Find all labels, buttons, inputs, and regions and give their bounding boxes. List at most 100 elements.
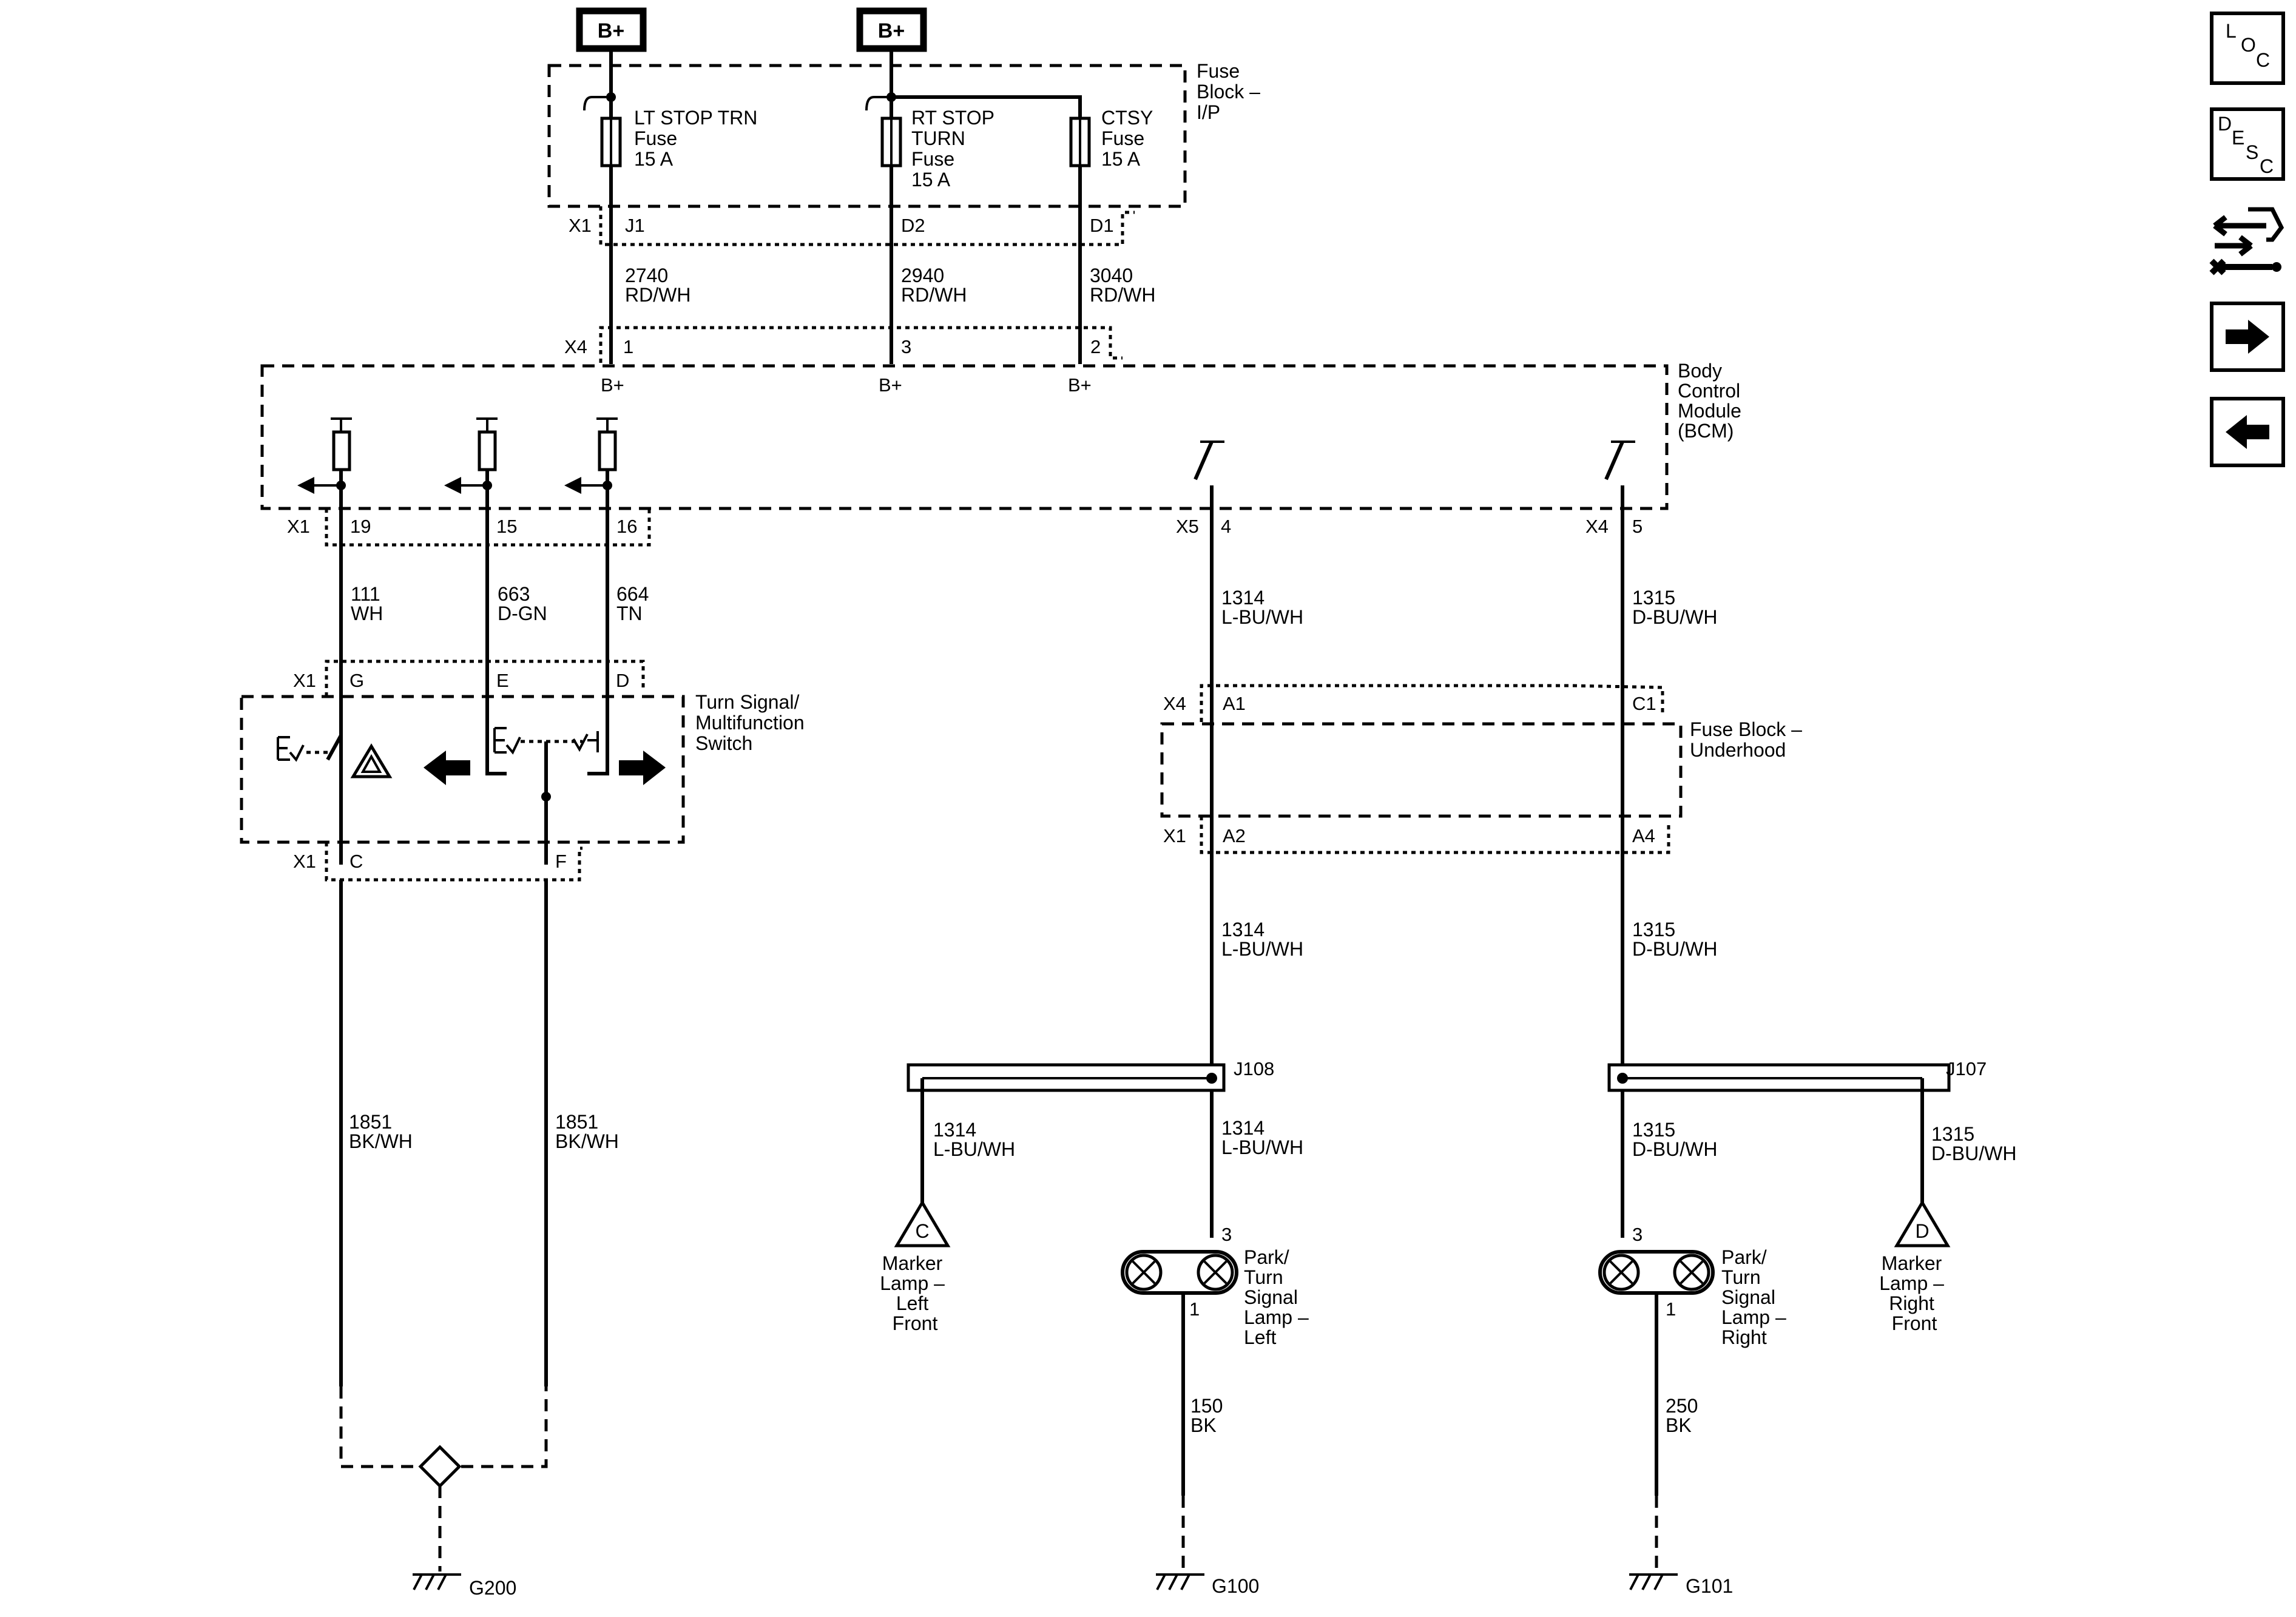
bcm-driver-16 [564,417,618,749]
supply-wire-right [890,49,1082,118]
fuse-block-uh-outline [1160,722,1683,818]
arrow-right-icon[interactable] [2210,302,2285,372]
fuse-block-uh-title: Fuse Block – Underhood [1690,718,1808,761]
wire-111-label: 111 WH [351,583,386,624]
g100-ground-icon [1156,1573,1204,1590]
splice-j107-label: J107 [1946,1058,1987,1079]
wire-1315-middle-label: 1315 D-BU/WH [1632,919,1717,960]
ground-g101-label: G101 [1686,1575,1733,1597]
fuse-block-uh-pin-a1: A1 [1223,693,1246,714]
loc-button[interactable]: L O C [2210,12,2285,85]
bplus-left-terminal: B+ [576,7,647,52]
wire-1314-park-label: 1314 L-BU/WH [1221,1117,1303,1158]
wire-1314-marker-label: 1314 L-BU/WH [933,1119,1015,1160]
fuse-rt-stop-turn [880,97,902,364]
wire-250-label: 250 BK [1666,1395,1703,1436]
fuse-block-ip-pin-d1: D1 [1090,215,1114,236]
wire-1314-upper-label: 1314 L-BU/WH [1221,587,1303,628]
hazard-switch-contact [277,734,343,865]
left-turn-arrow-icon [424,751,470,785]
bus-stub-right [865,96,891,111]
bcm-pin-19: 19 [350,516,371,537]
wire-1315-marker-label: 1315 D-BU/WH [1931,1123,2016,1164]
bcm-pin-x4-5: 5 [1632,516,1643,537]
g200-ground-icon [413,1573,461,1590]
fuse-block-ip-x1-connector [599,206,1135,246]
arrow-left-icon[interactable] [2210,397,2285,467]
turn-switch-pin-c: C [349,851,363,872]
hazard-icon [350,743,393,778]
wire-3040-label: 3040 RD/WH [1090,265,1155,306]
marker-lamp-left-label: Marker Lamp – Left Front [880,1252,950,1334]
splice-j108-label: J108 [1234,1058,1274,1079]
park-turn-lamp-left-label: Park/ Turn Signal Lamp – Left [1244,1246,1314,1348]
ground-g100-label: G100 [1212,1575,1259,1597]
wire-1315-park-label: 1315 D-BU/WH [1632,1119,1717,1160]
wire-664-label: 664 TN [616,583,654,624]
bcm-pin-x5-4: 4 [1221,516,1231,537]
desc-button[interactable]: D E S C [2210,107,2285,181]
desc-letter-d: D [2218,113,2232,135]
bplus-left-label: B+ [598,19,624,42]
turn-switch-x1-bottom-connector [325,842,582,882]
bplus-right-label: B+ [878,19,905,42]
splice-j107 [1607,1063,1951,1238]
loc-letter-l: L [2226,20,2237,42]
fuse-rt-stop-turn-label: RT STOP TURN Fuse 15 A [911,107,999,191]
bcm-pin-1: 1 [623,336,633,357]
marker-lamp-right-letter: D [1915,1220,1929,1242]
bcm-outline [260,364,1669,510]
desc-letter-e: E [2232,127,2244,149]
ground-g200-label: G200 [469,1577,516,1599]
turn-switch-pin-d: D [616,670,629,691]
turn-switch-title: Turn Signal/ Multifunction Switch [695,691,810,754]
desc-letter-c: C [2260,155,2274,177]
right-turn-arrow-icon [619,751,666,785]
turn-switch-x1-top-label: X1 [293,670,316,691]
park-turn-lamp-right [1598,1250,1715,1496]
bcm-x4-top-connector [599,326,1123,363]
turn-switch-outline [240,695,685,844]
desc-letter-s: S [2246,141,2258,163]
turn-switch-pin-f: F [555,851,567,872]
fuse-block-uh-x4-label: X4 [1163,693,1186,714]
bus-stub-left [583,96,611,111]
marker-lamp-left-letter: C [915,1220,929,1242]
bcm-pin-16: 16 [616,516,637,537]
marker-lamp-left: C [894,1200,951,1247]
turn-switch-pin-g: G [349,670,364,691]
park-turn-right-pin-1: 1 [1666,1298,1676,1320]
park-turn-lamp-left [1121,1250,1238,1496]
marker-lamp-right-label: Marker Lamp – Right Front [1879,1252,1950,1334]
wire-2940-label: 2940 RD/WH [901,265,967,306]
bcm-bplus-1: B+ [601,374,624,396]
bcm-x4-bottom-label: X4 [1585,516,1609,537]
bcm-bplus-2: B+ [879,374,902,396]
bcm-x4-top-label: X4 [564,336,587,357]
fuse-block-ip-pin-j1: J1 [625,215,645,236]
fuse-block-uh-pin-a4: A4 [1632,825,1655,846]
loc-letter-c: C [2256,49,2270,71]
bcm-bplus-3: B+ [1068,374,1092,396]
marker-lamp-right: D [1894,1200,1951,1247]
park-turn-left-pin-3: 3 [1221,1224,1232,1245]
wire-1851-left-label: 1851 BK/WH [349,1111,413,1152]
connector-swap-icon[interactable] [2209,207,2284,275]
wire-1314-middle-label: 1314 L-BU/WH [1221,919,1303,960]
loc-letter-o: O [2241,34,2256,56]
park-turn-left-pin-1: 1 [1189,1298,1200,1320]
fuse-block-ip-x1-label: X1 [569,215,592,236]
park-turn-lamp-right-label: Park/ Turn Signal Lamp – Right [1721,1246,1792,1348]
fuse-block-uh-x1-connector [1200,816,1670,854]
g101-ground-icon [1629,1573,1678,1590]
fuse-block-ip-title: Fuse Block – I/P [1197,60,1266,123]
wire-150-label: 150 BK [1190,1395,1228,1436]
bcm-title: Body Control Module (BCM) [1678,360,1747,442]
turn-switch-pin-e: E [496,670,509,691]
fuse-ctsy-label: CTSY Fuse 15 A [1101,107,1158,170]
bcm-output-switch-x4-5 [1604,441,1635,1072]
bplus-right-terminal: B+ [856,7,927,52]
wire-663-label: 663 D-GN [498,583,547,624]
turn-switch-contacts [485,727,609,865]
